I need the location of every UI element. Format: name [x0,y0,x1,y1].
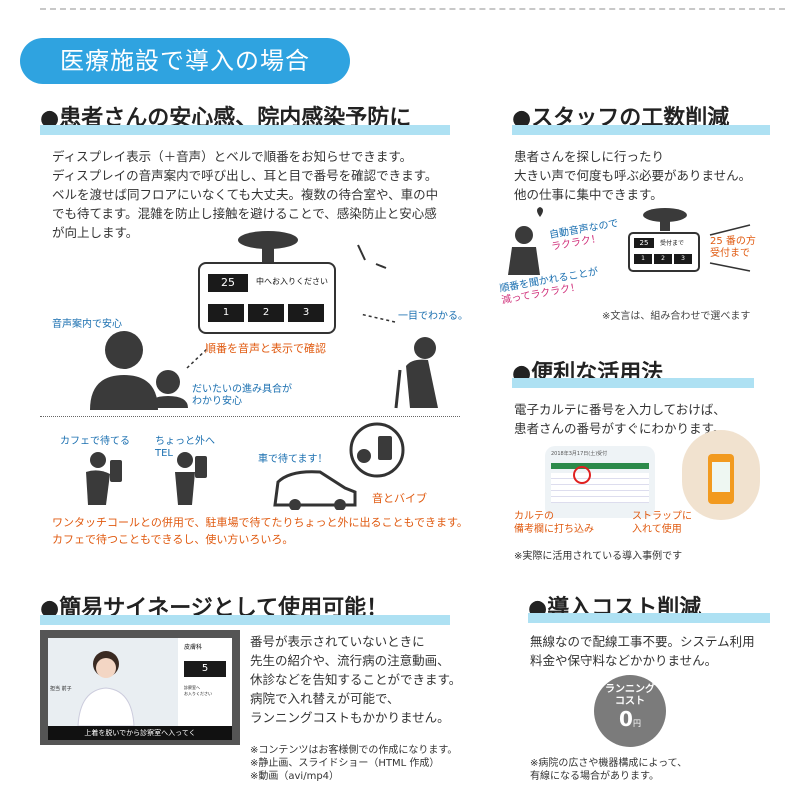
staff-display: 25 受付まで 1 2 3 [628,232,700,272]
signage-info: 皮膚科 5 診察室へお入りください [178,638,232,726]
scene-notes: ワンタッチコールとの併用で、駐車場で待てたりちょっと外に出ることもできます。カフ… [52,516,468,546]
cafe-label: カフェで待てる [60,436,130,447]
top-dashed-divider [40,8,785,10]
signage-side-text: 診察室へお入りください [184,685,212,696]
cost-description: 無線なので配線工事不要。システム利用料金や保守料などかかりません。 [530,634,755,668]
out-label: ちょっと外へ [155,436,215,447]
safety-description: ディスプレイ表示（＋音声）とベルで順番をお知らせできます。ディスプレイの音声案内… [52,149,439,240]
display-slot: 3 [674,254,692,264]
doctor-icon [77,651,135,727]
staff-illustration [508,207,751,275]
dotted-divider [40,416,460,417]
display-slot: 1 [208,304,244,322]
cost-notes: ※病院の広さや機器構成によって、有線になる場合があります。 [530,758,688,782]
sound-label: 音とバイブ [372,492,427,505]
display-slot: 2 [654,254,672,264]
confirm-label: 順番を音声と表示で確認 [205,342,326,355]
voice-label: 音声案内で安心 [52,319,122,330]
display-message: 中へお入りください [256,277,328,286]
queue-display: 25 中へお入りください 1 2 3 [198,262,336,334]
dept-label: 皮膚科 [184,644,203,651]
display-slot: 1 [634,254,652,264]
display-slot: 3 [288,304,324,322]
signage-number: 5 [184,661,226,677]
usage-description: 電子カルテに番号を入力しておけば、患者さんの番号がすぐにわかります。 [514,402,726,436]
display-message: 受付まで [660,240,685,247]
tel-label: TEL [155,448,173,459]
scenes-illustration [86,422,405,510]
ehr-caption: カルテの備考欄に打ち込み [514,511,594,535]
doctor-name: 担当 前子 [50,686,72,692]
section-banner: 医療施設で導入の場合 [20,38,350,84]
ehr-photo: 2018年3月17日(土)受付 [545,446,655,518]
title-underline [528,613,770,623]
staff-description: 患者さんを探しに行ったり大きい声で何度も呼ぶ必要がありません。他の仕事に集中でき… [514,149,752,202]
signage-notes: ※コンテンツはお客様側での作成になります。※静止画、スライドショー（HTML 作… [250,745,458,782]
strap-caption: ストラップに入れて使用 [632,511,692,535]
display-current-number: 25 [634,238,654,248]
wording-note: ※文言は、組み合わせで選べます [602,311,751,322]
signage-screen: 皮膚科 5 診察室へお入りください 担当 前子 上着を脱いでから診察室へ入ってく [40,630,240,745]
ehr-photo-header: 2018年3月17日(土)受付 [551,451,608,457]
title-underline [512,125,770,135]
title-underline [512,378,754,388]
display-slot: 2 [248,304,284,322]
usage-note: ※実際に活用されている導入事例です [514,551,683,562]
title-underline [40,125,450,135]
doctor-photo [48,638,178,727]
signage-description: 番号が表示されていないときに先生の紹介や、流行病の注意動画、休診などを告知するこ… [250,634,462,725]
progress-label: だいたいの進み具合がわかり安心 [192,384,292,407]
display-current-number: 25 [208,274,248,292]
strap-photo [682,430,760,520]
title-underline [40,615,450,625]
car-label: 車で待てます！ [258,454,328,465]
waiting-room-illustration [90,231,438,410]
running-cost-badge: ランニング コスト 0円 [594,675,666,747]
reception-call-label: 25 番の方受付まで [710,236,756,259]
glance-label: 一目でわかる。 [398,311,468,322]
signage-ticker: 上着を脱いでから診察室へ入ってく [48,726,232,740]
